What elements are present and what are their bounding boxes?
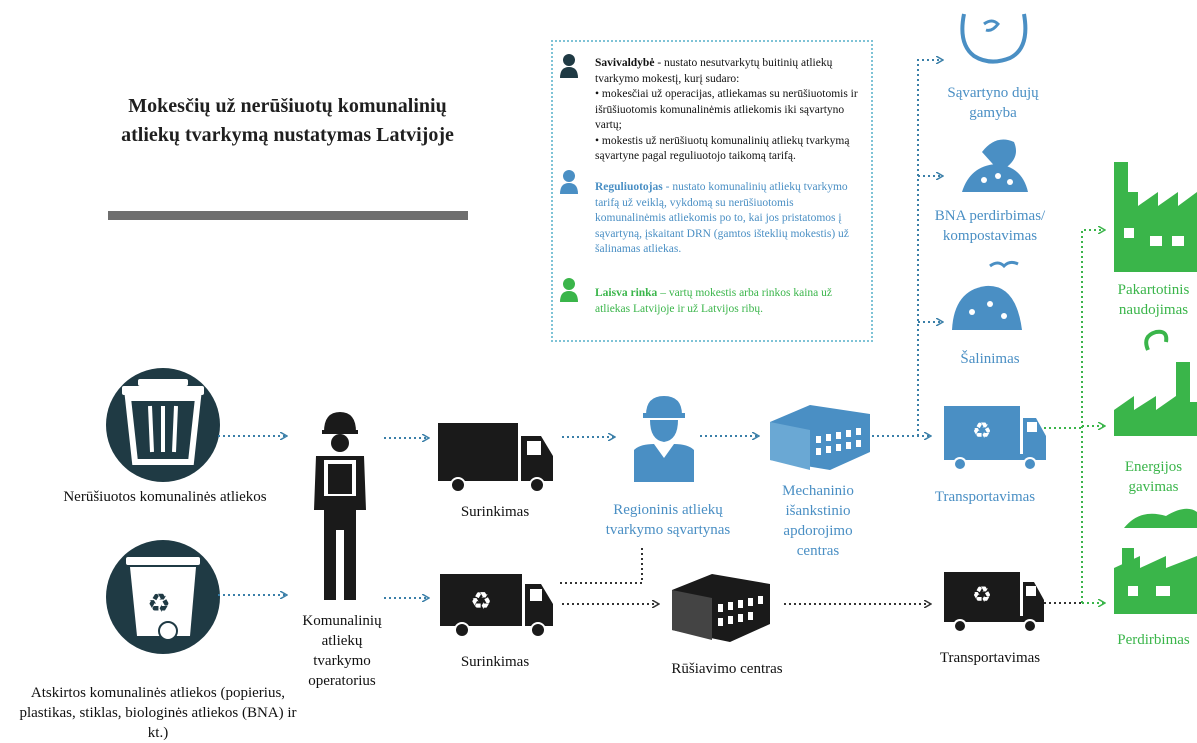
unsorted-bin-icon xyxy=(106,368,220,482)
sorting-centre-icon xyxy=(672,574,770,642)
label-disposal: Šalinimas xyxy=(960,351,1020,367)
market-term: Laisva rinka xyxy=(595,287,658,299)
label-mbt-centre: Mechaninio išankstinio apdorojimo centra… xyxy=(782,483,854,559)
label-transport-bottom: Transportavimas xyxy=(939,650,1041,666)
recycling-truck-icon: ♻ xyxy=(440,574,553,638)
label-operator: Komunalinių atliekų tvarkymo operatorius xyxy=(302,613,382,689)
recycling-bin-icon: ♻ xyxy=(106,540,220,654)
person-icon-regulator xyxy=(560,170,578,194)
title-divider xyxy=(108,211,468,220)
svg-text:♻: ♻ xyxy=(470,587,492,615)
regulator-text: - nustato komunalinių atliekų tvarkymo t… xyxy=(595,181,849,255)
label-regional-landfill: Regioninis atliekų tvarkymo sąvartynas xyxy=(605,502,731,538)
info-box: Savivaldybė - nustato nesutvarkytų buiti… xyxy=(551,40,873,342)
person-icon-municipality xyxy=(560,54,578,78)
flow-arrows xyxy=(218,60,1104,604)
page-title: Mokesčių už nerūšiuotų komunalinių atlie… xyxy=(121,95,454,146)
label-transport-top: Transportavimas xyxy=(934,489,1036,505)
label-recycling: Perdirbimas xyxy=(1117,632,1190,648)
landfill-worker-icon xyxy=(634,396,694,482)
transport-truck-blue-icon: ♻ xyxy=(944,406,1046,471)
compost-icon xyxy=(962,139,1028,192)
label-landfill-gas: Sąvartyno dujų gamyba xyxy=(947,85,1039,121)
label-bna-processing: BNA perdirbimas/ kompostavimas xyxy=(934,208,1046,244)
label-collection-top: Surinkimas xyxy=(460,504,530,520)
energy-factory-icon xyxy=(1114,329,1197,436)
regulator-term: Reguliuotojas xyxy=(595,181,663,193)
market-text: – vartų mokestis arba rinkos kaina už at… xyxy=(595,287,833,315)
transport-truck-dark-icon: ♻ xyxy=(944,572,1044,633)
municipality-term: Savivaldybė xyxy=(595,57,655,69)
person-icon-market xyxy=(560,278,578,302)
operator-icon xyxy=(314,412,366,600)
mbt-factory-icon xyxy=(770,405,870,470)
disposal-icon xyxy=(952,260,1022,330)
municipality-bullet-1: • mokesčiai už operacijas, atliekamas su… xyxy=(595,88,858,131)
svg-text:♻: ♻ xyxy=(972,583,992,608)
label-sorting-centre: Rūšiavimo centras xyxy=(671,661,783,677)
landfill-gas-icon xyxy=(960,13,1028,64)
label-separated-waste: Atskirtos komunalinės atliekos (popieriu… xyxy=(19,685,297,741)
reuse-factory-icon xyxy=(1114,162,1197,272)
municipality-text: - nustato nesutvarkytų buitinių atliekų … xyxy=(595,57,833,85)
label-reuse: Pakartotinis naudojimas xyxy=(1117,282,1190,318)
municipality-bullet-2: • mokestis už nerūšiuotų komunalinių atl… xyxy=(595,134,850,163)
label-collection-bottom: Surinkimas xyxy=(460,654,530,670)
svg-text:♻: ♻ xyxy=(147,589,170,619)
label-energy: Energijos gavimas xyxy=(1124,459,1183,495)
recycling-factory-icon xyxy=(1114,508,1197,614)
svg-text:♻: ♻ xyxy=(972,419,992,444)
collection-truck-icon xyxy=(438,423,553,493)
label-unsorted-waste: Nerūšiuotos komunalinės atliekos xyxy=(63,489,267,505)
